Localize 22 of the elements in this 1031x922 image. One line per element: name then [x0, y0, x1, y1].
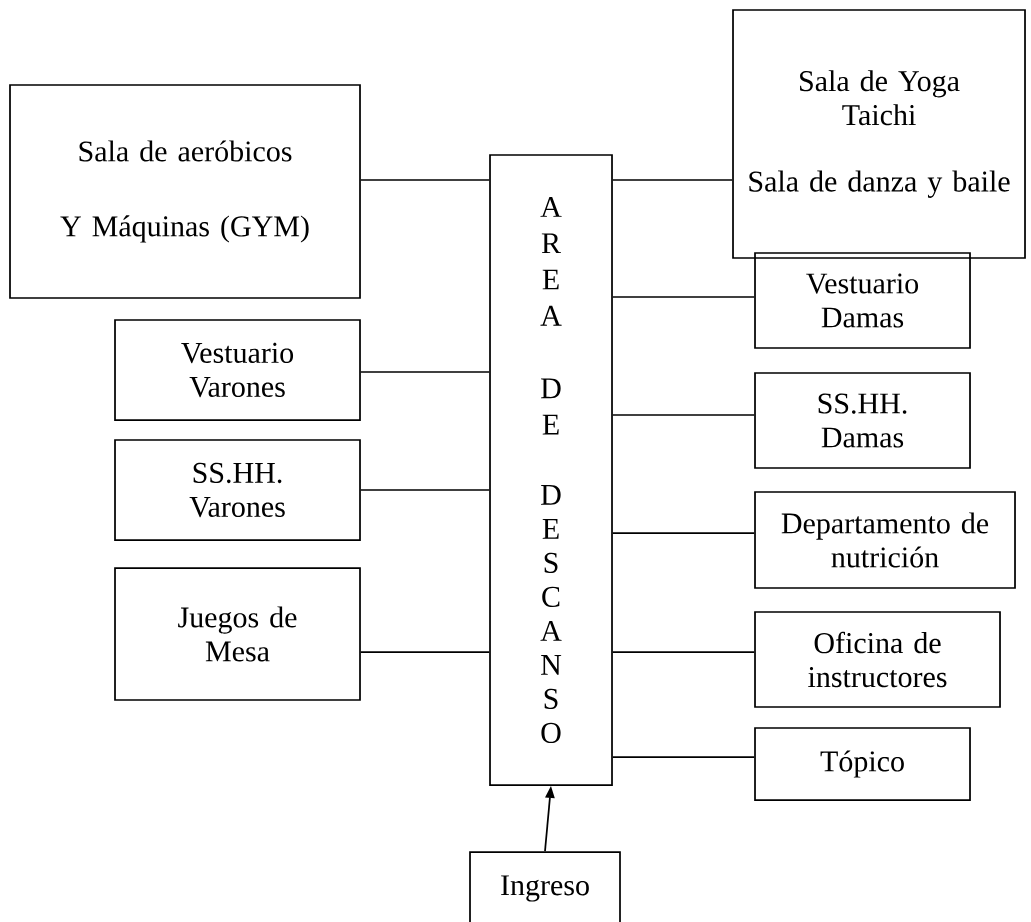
room-box: SS.HH. Damas — [754, 372, 971, 469]
room-box: Sala de Yoga Taichi Sala de danza y baile — [732, 9, 1026, 259]
connector-line — [612, 532, 755, 534]
entrance-box: Ingreso — [469, 851, 621, 922]
room-box: Oficina de instructores — [754, 611, 1001, 708]
connector-line — [360, 371, 490, 373]
connector-line — [612, 651, 755, 653]
connector-line — [612, 414, 755, 416]
room-box: Juegos de Mesa — [114, 567, 361, 701]
room-box: Sala de aeróbicos Y Máquinas (GYM) — [9, 84, 361, 299]
room-box: SS.HH. Varones — [114, 439, 361, 541]
connector-line — [612, 296, 755, 298]
room-box: Vestuario Varones — [114, 319, 361, 421]
hall-box: AREA DE DESCANSO — [489, 154, 613, 786]
room-box: Tópico — [754, 727, 971, 801]
connector-line — [612, 179, 733, 181]
connector-line — [360, 651, 490, 653]
connector-line — [612, 756, 755, 758]
room-box: Vestuario Damas — [754, 252, 971, 349]
connector-line — [360, 179, 490, 181]
room-box: Departamento de nutrición — [754, 491, 1016, 589]
connector-line — [360, 489, 490, 491]
